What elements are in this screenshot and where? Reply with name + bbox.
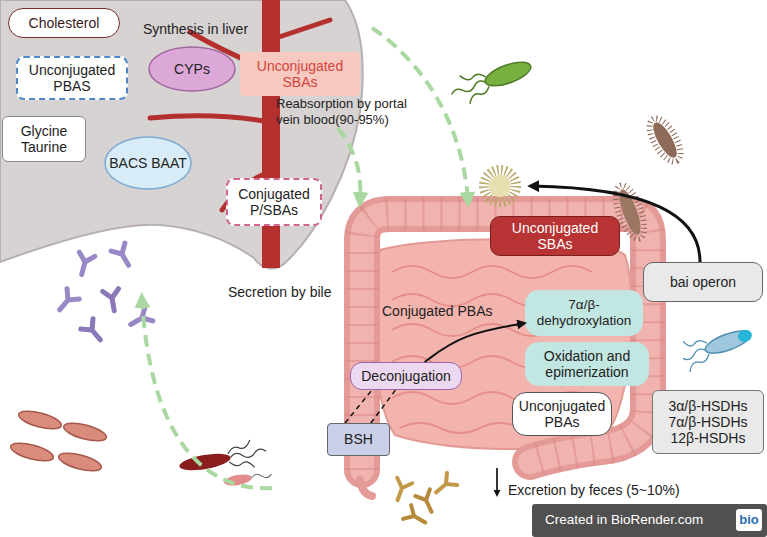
- node-text: BSH: [344, 431, 373, 447]
- bacteria-illustration: [736, 328, 753, 344]
- bacteria-illustration: [62, 420, 108, 445]
- bacteria-illustration: [446, 67, 492, 108]
- bacteria-illustration: [9, 408, 108, 475]
- bacteria-illustration: [482, 57, 533, 90]
- node-text: Unconjugated PBAs: [517, 398, 607, 430]
- liver-illustration: [262, 0, 280, 268]
- intestine-illustration: [362, 214, 648, 470]
- ellipse-outline: [105, 137, 191, 189]
- bacteria-illustration: [103, 289, 122, 312]
- node-text: bai operon: [670, 274, 736, 290]
- bacteria-illustration: [9, 440, 55, 465]
- intestine-illustration: [360, 214, 648, 496]
- node-text: Unconjugated PBAS: [22, 62, 122, 94]
- annotation-text: Excretion by feces (5~10%): [508, 482, 728, 499]
- liver-illustration: [0, 0, 363, 268]
- connector-arrow: [371, 390, 396, 423]
- gene-box: bai operon: [643, 262, 763, 302]
- bacteria-illustration: [643, 114, 686, 167]
- node-text: Cholesterol: [29, 15, 100, 31]
- watermark-bar: [532, 504, 767, 537]
- watermark-text: bio: [736, 509, 762, 531]
- bacteria-illustration: [484, 170, 516, 202]
- bacteria-illustration: [74, 252, 95, 276]
- ellipse-outline: [149, 47, 235, 91]
- node-text: Unconjugated SBAs: [244, 58, 356, 90]
- bile-acid-box: Unconjugated SBAs: [490, 216, 620, 256]
- bacteria-illustration: [251, 472, 272, 480]
- node-text: Conjugated P/SBAs: [232, 186, 316, 218]
- circulation-arrow: [142, 300, 272, 488]
- bacteria-illustration: [649, 119, 681, 161]
- bacteria-illustration: [677, 318, 756, 372]
- node-text: BACS BAAT: [109, 155, 187, 171]
- bacteria-illustration: [226, 437, 268, 471]
- node-text: Deconjugation: [361, 368, 451, 384]
- bile-acid-box: Conjugated P/SBAs: [226, 178, 322, 226]
- intestine-illustration: [362, 214, 648, 470]
- bacteria-illustration: [643, 114, 686, 167]
- enzyme-ellipse: CYPs: [148, 46, 236, 92]
- bacteria-illustration: [489, 175, 511, 197]
- node-text: CYPs: [174, 61, 210, 77]
- node-text: Oxidation and epimerization: [529, 348, 645, 380]
- process-box: Deconjugation: [350, 362, 462, 390]
- annotation-text: Conjugated PBAs: [382, 303, 517, 320]
- bacteria-illustration: [703, 326, 754, 357]
- amino-acid-box: Glycine Taurine: [2, 116, 86, 162]
- bile-acid-box: Unconjugated SBAs: [240, 52, 360, 96]
- circulation-arrow: [142, 28, 468, 488]
- bacteria-illustration: [446, 52, 535, 109]
- intestine-illustration: [360, 480, 372, 496]
- intestine-illustration: [362, 214, 648, 470]
- annotation-text: Synthesis in liver: [143, 21, 293, 38]
- watermark-text: Created in BioRender.com: [545, 512, 725, 528]
- enzyme-link-line: [345, 390, 372, 423]
- enzyme-box: BSH: [327, 423, 390, 456]
- process-box: 7α/β-dehydroxylation: [525, 290, 643, 336]
- bile-acid-box: Unconjugated PBAs: [512, 392, 612, 436]
- bacteria-illustration: [677, 334, 714, 373]
- node-text: Glycine Taurine: [7, 123, 81, 155]
- node-text: 3α/β-HSDHs 7α/β-HSDHs 12β-HSDHs: [657, 398, 759, 446]
- enzyme-box: 3α/β-HSDHs 7α/β-HSDHs 12β-HSDHs: [652, 390, 764, 454]
- bacteria-illustration: [81, 319, 107, 345]
- bacteria-illustration: [17, 408, 63, 433]
- node-text: 7α/β-dehydroxylation: [529, 297, 639, 328]
- circulation-arrow: [338, 128, 360, 200]
- enzyme-ellipse: BACS BAAT: [104, 136, 192, 190]
- bile-acid-box: Unconjugated PBAS: [16, 56, 128, 100]
- annotation-text: Reabsorption by portal vein blood(90-95%…: [276, 96, 431, 127]
- node-text: Unconjugated SBAs: [495, 220, 615, 252]
- bacteria-illustration: [127, 307, 153, 331]
- bacteria-illustration: [431, 473, 457, 499]
- annotation-text: Secretion by bile: [228, 284, 358, 301]
- enzyme-link-line: [345, 390, 372, 423]
- bacteria-illustration: [178, 451, 232, 474]
- bacteria-illustration: [57, 450, 103, 475]
- bacteria-illustration: [403, 505, 429, 529]
- watermark-bar: [532, 504, 767, 537]
- connector-arrow: [425, 323, 525, 362]
- bacteria-illustration: [177, 437, 269, 480]
- bacteria-illustration: [111, 243, 135, 269]
- bacteria-illustration: [390, 478, 412, 503]
- bacteria-illustration: [54, 289, 80, 315]
- liver-illustration: [0, 0, 363, 268]
- substrate-box: Cholesterol: [8, 8, 120, 38]
- process-box: Oxidation and epimerization: [525, 342, 649, 386]
- process-arrow: [496, 468, 498, 494]
- bacteria-illustration: [223, 469, 272, 487]
